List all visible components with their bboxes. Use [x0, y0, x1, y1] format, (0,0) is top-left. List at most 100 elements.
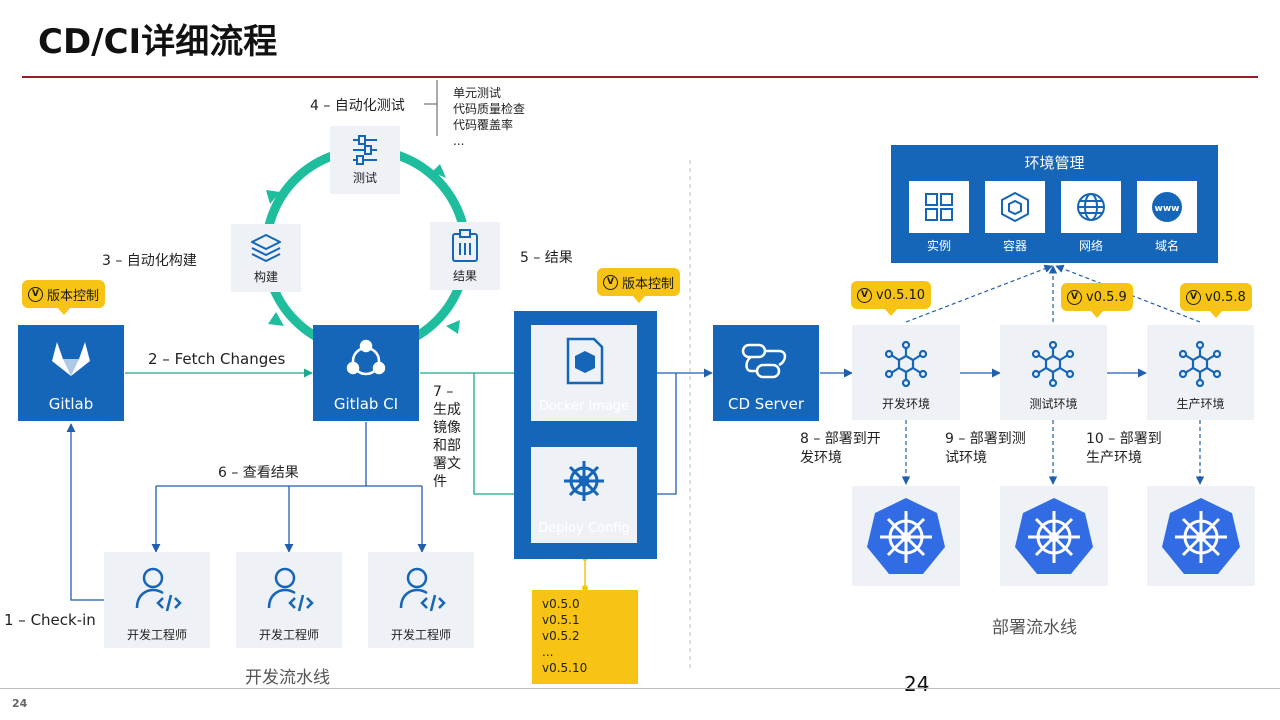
prod-env-node[interactable]: 生产环境 — [1147, 325, 1254, 420]
step-9-line: 试环境 — [945, 450, 987, 466]
page-title: CD/CI详细流程 — [38, 22, 278, 62]
dev-env-label: 开发环境 — [881, 397, 930, 411]
svg-text:www: www — [1155, 204, 1180, 214]
gitlab-node[interactable]: Gitlab — [18, 325, 124, 421]
version-control-badge: V 版本控制 — [22, 280, 106, 315]
deploy-pipeline-caption: 部署流水线 — [992, 618, 1077, 638]
step-7-line: 生成 — [433, 402, 461, 418]
sliders-icon — [353, 134, 377, 165]
env-management-title: 环境管理 — [1024, 154, 1085, 172]
cycle-build-label: 构建 — [253, 269, 278, 284]
version-icon: V — [28, 286, 43, 302]
version-control-badge: V 版本控制 — [597, 268, 681, 303]
env-item-container[interactable]: 容器 — [985, 181, 1045, 254]
cycle-arrow-head — [268, 312, 284, 326]
test-env-label: 测试环境 — [1029, 397, 1078, 411]
hub-node-icon — [1031, 341, 1075, 387]
test-item: 代码质量检查 — [453, 102, 526, 116]
gitlab-ci-node[interactable]: Gitlab CI — [313, 325, 419, 421]
page-number: 24 — [904, 672, 930, 696]
version-control-label: 版本控制 — [47, 288, 100, 304]
deploy-config-node[interactable]: Deploy Config — [531, 447, 637, 543]
footer-page-number: 24 — [12, 697, 28, 710]
share-nodes-icon — [346, 339, 386, 376]
env-item-tile: www — [1137, 181, 1197, 233]
env-item-label: 域名 — [1154, 239, 1179, 253]
gitlab-label: Gitlab — [48, 395, 94, 413]
dev-version-label: v0.5.10 — [876, 287, 926, 303]
globe-icon — [1077, 193, 1105, 221]
title-divider — [22, 76, 1258, 78]
version-icon: V — [857, 287, 872, 303]
test-env-node[interactable]: 测试环境 — [1000, 325, 1107, 420]
step-9-line: 9 – 部署到测 — [945, 431, 1026, 447]
user-code-icon — [135, 567, 182, 612]
kubernetes-icon — [1015, 498, 1093, 574]
container-box-icon — [1001, 191, 1029, 223]
version-icon: V — [603, 274, 618, 290]
layers-icon — [251, 233, 281, 262]
cd-server-node[interactable]: CD Server — [713, 325, 819, 421]
step-7-line: 件 — [433, 474, 447, 490]
dev-env-node[interactable]: 开发环境 — [852, 325, 960, 420]
k8s-cluster-test[interactable] — [1000, 486, 1108, 586]
user-code-icon — [267, 567, 314, 612]
step-3-label: 3 – 自动化构建 — [102, 253, 197, 269]
deploy-config-arrow — [473, 373, 531, 499]
version-icon: V — [1186, 289, 1201, 305]
cycle-result-label: 结果 — [452, 268, 477, 283]
version-history-box: v0.5.0 v0.5.1 v0.5.2 ... v0.5.10 — [532, 590, 638, 684]
env-item-tile — [1061, 181, 1121, 233]
k8s-cluster-prod[interactable] — [1147, 486, 1255, 586]
env-item-label: 容器 — [1002, 239, 1027, 253]
developer-node[interactable]: 开发工程师 — [236, 552, 342, 648]
step-8-line: 8 – 部署到开 — [800, 431, 881, 447]
step-7-line: 7 – — [433, 384, 454, 400]
prod-version-badge: V v0.5.8 — [1180, 283, 1252, 318]
cube-file-icon — [566, 337, 604, 385]
cycle-arrow-head — [266, 190, 280, 204]
cycle-arrow-head — [432, 164, 446, 178]
dev-version-badge: V v0.5.10 — [851, 281, 932, 316]
env-item-domain[interactable]: www 域名 — [1137, 181, 1197, 254]
cycle-result-tile: 结果 — [430, 222, 500, 290]
version-entry: v0.5.0 — [542, 597, 580, 611]
docker-image-node[interactable]: Docker Image — [531, 325, 637, 421]
env-item-tile — [909, 181, 969, 233]
test-items-list: 单元测试 代码质量检查 代码覆盖率 ... — [453, 85, 525, 149]
cycle-arrow-head — [446, 320, 460, 334]
grid-icon — [925, 193, 953, 221]
version-entry: v0.5.10 — [542, 661, 588, 675]
step-7-line: 镜像 — [433, 420, 461, 436]
developer-node[interactable]: 开发工程师 — [104, 552, 210, 648]
docker-image-label: Docker Image — [538, 399, 630, 414]
pipeline-icon — [741, 343, 787, 379]
step-10-line: 10 – 部署到 — [1086, 431, 1162, 447]
step-6-label: 6 – 查看结果 — [218, 465, 299, 481]
prod-env-label: 生产环境 — [1176, 397, 1225, 411]
kubernetes-icon — [1162, 498, 1240, 574]
helm-wheel-icon — [564, 461, 604, 501]
test-version-badge: V v0.5.9 — [1061, 283, 1133, 318]
k8s-cluster-dev[interactable] — [852, 486, 960, 586]
deploy-config-label: Deploy Config — [538, 521, 630, 536]
test-item: 单元测试 — [453, 86, 502, 100]
user-code-icon — [399, 567, 446, 612]
step-7-label: 7 – 生成 镜像 和部 署文 件 — [433, 383, 461, 491]
hub-node-icon — [1178, 341, 1222, 387]
developer-label: 开发工程师 — [258, 628, 319, 642]
version-entry: v0.5.1 — [542, 613, 580, 627]
developer-label: 开发工程师 — [390, 628, 451, 642]
step-8-label: 8 – 部署到开 发环境 — [800, 430, 881, 468]
env-item-label: 网络 — [1078, 239, 1103, 253]
env-item-label: 实例 — [926, 239, 951, 253]
step-10-line: 生产环境 — [1086, 450, 1142, 466]
dev-pipeline-caption: 开发流水线 — [245, 668, 330, 688]
step-10-label: 10 – 部署到 生产环境 — [1086, 430, 1162, 468]
developer-node[interactable]: 开发工程师 — [368, 552, 474, 648]
version-icon: V — [1067, 289, 1082, 305]
env-item-instance[interactable]: 实例 — [909, 181, 969, 254]
env-item-network[interactable]: 网络 — [1061, 181, 1121, 254]
test-item: 代码覆盖率 — [453, 118, 514, 132]
kubernetes-icon — [867, 498, 945, 574]
